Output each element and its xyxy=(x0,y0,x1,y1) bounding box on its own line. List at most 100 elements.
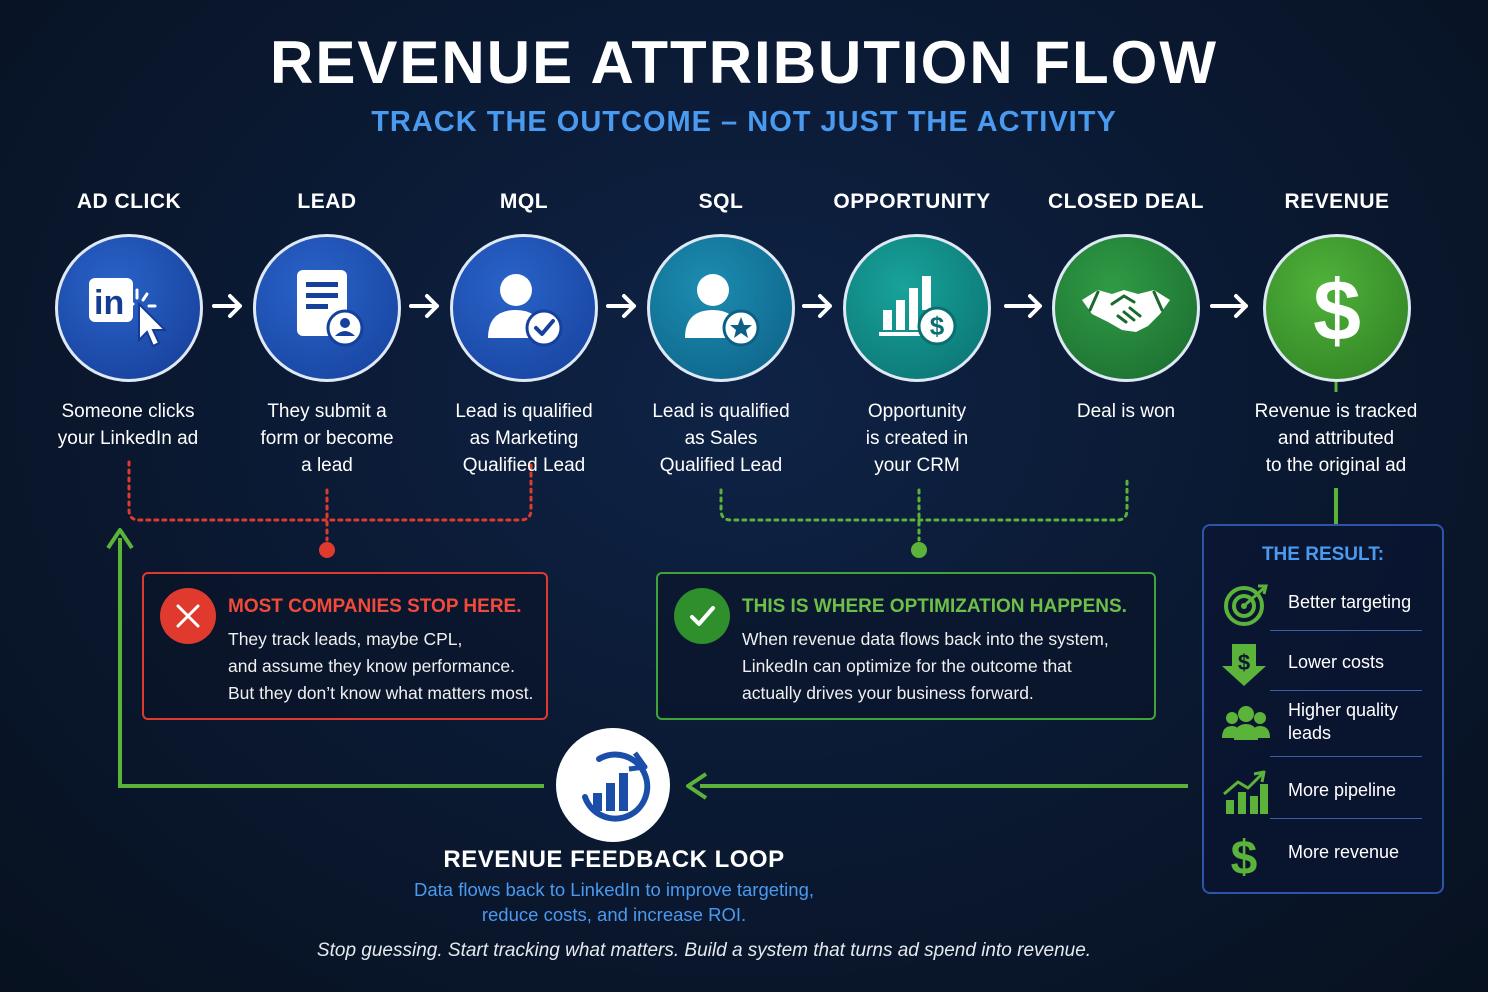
desc-line: Deal is won xyxy=(1076,401,1176,422)
result-item: $ Lower costs xyxy=(1222,632,1428,692)
stage-circle-revenue: $ xyxy=(1263,234,1411,382)
svg-text:$: $ xyxy=(930,311,945,341)
chart-dollar-icon: $ xyxy=(879,276,957,346)
result-label: Lower costs xyxy=(1288,651,1385,672)
result-panel: THE RESULT: Better targeting $ Lower cos… xyxy=(1202,524,1444,894)
desc-line: Lead is qualified xyxy=(455,401,593,422)
optimization-line: actually drives your business forward. xyxy=(742,683,1034,703)
user-check-icon xyxy=(488,274,563,347)
result-label: More pipeline xyxy=(1288,779,1397,800)
result-label: Higher quality leads xyxy=(1288,700,1399,743)
stage-label-revenue: REVENUE xyxy=(1284,190,1390,213)
stage-desc-opportunity: Opportunity is created in your CRM xyxy=(817,398,1017,479)
stage-desc-mql: Lead is qualified as Marketing Qualified… xyxy=(424,398,624,479)
desc-line: a lead xyxy=(301,455,353,476)
desc-line: and attributed xyxy=(1277,428,1395,449)
svg-text:$: $ xyxy=(1231,832,1258,876)
stage-desc-closed-deal: Deal is won xyxy=(1026,398,1226,425)
dollar-icon: $ xyxy=(1231,832,1258,876)
growth-chart-icon xyxy=(1223,770,1268,814)
result-title: THE RESULT: xyxy=(1261,544,1385,565)
optimization-body: When revenue data flows back into the sy… xyxy=(742,626,1109,707)
desc-line: to the original ad xyxy=(1265,455,1407,476)
desc-line: Revenue is tracked xyxy=(1254,401,1418,422)
tagline: Stop guessing. Start tracking what matte… xyxy=(316,940,1092,961)
desc-line: Qualified Lead xyxy=(462,455,586,476)
stage-label-lead: LEAD xyxy=(297,190,357,213)
page-title: REVENUE ATTRIBUTION FLOW xyxy=(270,29,1218,96)
linkedin-click-icon: in xyxy=(89,278,168,348)
desc-line: Lead is qualified xyxy=(652,401,790,422)
desc-line: your CRM xyxy=(874,455,960,476)
divider xyxy=(1270,630,1422,631)
desc-line: your LinkedIn ad xyxy=(57,428,199,449)
feedback-loop-title: REVENUE FEEDBACK LOOP xyxy=(443,846,785,873)
stage-label-mql: MQL xyxy=(499,190,549,213)
stage-circle-lead xyxy=(253,234,401,382)
dollar-icon: $ xyxy=(1313,263,1361,356)
desc-line: Opportunity xyxy=(867,401,967,422)
optimization-line: When revenue data flows back into the sy… xyxy=(742,629,1109,649)
desc-line: They submit a xyxy=(267,401,387,422)
target-icon xyxy=(1224,584,1268,626)
desc-line: as Marketing xyxy=(469,428,579,449)
divider xyxy=(1270,756,1422,757)
svg-text:$: $ xyxy=(1238,650,1250,675)
warning-body: They track leads, maybe CPL, and assume … xyxy=(228,626,533,707)
arrow-right-icon xyxy=(1210,294,1248,318)
result-label: Better targeting xyxy=(1288,591,1412,612)
stage-desc-ad-click: Someone clicks your LinkedIn ad xyxy=(28,398,228,452)
warning-box: MOST COMPANIES STOP HERE. They track lea… xyxy=(142,572,548,720)
warning-line: They track leads, maybe CPL, xyxy=(228,629,463,649)
optimization-heading: THIS IS WHERE OPTIMIZATION HAPPENS. xyxy=(742,596,1127,617)
stage-label-opportunity: OPPORTUNITY xyxy=(833,190,991,213)
desc-line: is created in xyxy=(865,428,969,449)
stage-circle-mql xyxy=(450,234,598,382)
result-item: $ More revenue xyxy=(1222,822,1428,882)
stage-circle-opportunity: $ xyxy=(843,234,991,382)
desc-line: Qualified Lead xyxy=(659,455,783,476)
warning-line: and assume they know performance. xyxy=(228,656,515,676)
stage-circle-closed-deal xyxy=(1052,234,1200,382)
result-item: More pipeline xyxy=(1222,760,1428,820)
stage-label-ad-click: AD CLICK xyxy=(76,190,182,213)
arrow-right-icon xyxy=(409,294,439,318)
optimization-line: LinkedIn can optimize for the outcome th… xyxy=(742,656,1072,676)
arrow-right-icon xyxy=(606,294,636,318)
page-subtitle: TRACK THE OUTCOME – NOT JUST THE ACTIVIT… xyxy=(371,106,1117,138)
loop-desc-line: Data flows back to LinkedIn to improve t… xyxy=(413,879,815,900)
arrow-right-icon xyxy=(212,294,242,318)
user-star-icon xyxy=(685,274,760,347)
arrow-right-icon xyxy=(1004,294,1042,318)
down-dollar-icon: $ xyxy=(1222,644,1266,686)
handshake-icon xyxy=(1082,290,1170,332)
feedback-loop-desc: Data flows back to LinkedIn to improve t… xyxy=(0,877,1228,927)
stage-circle-ad-click: in xyxy=(55,234,203,382)
form-icon xyxy=(297,270,364,347)
svg-text:in: in xyxy=(94,284,124,322)
stage-label-sql: SQL xyxy=(698,190,744,213)
stage-desc-revenue: Revenue is tracked and attributed to the… xyxy=(1236,398,1436,479)
feedback-loop-icon xyxy=(556,728,670,842)
result-item: Higher quality leads xyxy=(1222,692,1428,752)
check-circle-icon xyxy=(674,588,730,644)
x-circle-icon xyxy=(160,588,216,644)
arrow-right-icon xyxy=(802,294,832,318)
divider xyxy=(1270,818,1422,819)
result-label: More revenue xyxy=(1288,841,1400,862)
stage-circle-sql xyxy=(647,234,795,382)
divider xyxy=(1270,690,1422,691)
desc-line: as Sales xyxy=(684,428,758,449)
people-icon xyxy=(1222,706,1270,740)
stage-desc-lead: They submit a form or become a lead xyxy=(227,398,427,479)
desc-line: Someone clicks xyxy=(61,401,195,422)
warning-line: But they don’t know what matters most. xyxy=(228,683,534,703)
loop-desc-line: reduce costs, and increase ROI. xyxy=(481,904,747,925)
warning-heading: MOST COMPANIES STOP HERE. xyxy=(228,596,522,617)
desc-line: form or become xyxy=(260,428,394,449)
stage-desc-sql: Lead is qualified as Sales Qualified Lea… xyxy=(621,398,821,479)
result-item: Better targeting xyxy=(1222,572,1428,632)
svg-text:$: $ xyxy=(1313,263,1361,356)
optimization-box: THIS IS WHERE OPTIMIZATION HAPPENS. When… xyxy=(656,572,1156,720)
stage-label-closed-deal: CLOSED DEAL xyxy=(1047,190,1204,213)
